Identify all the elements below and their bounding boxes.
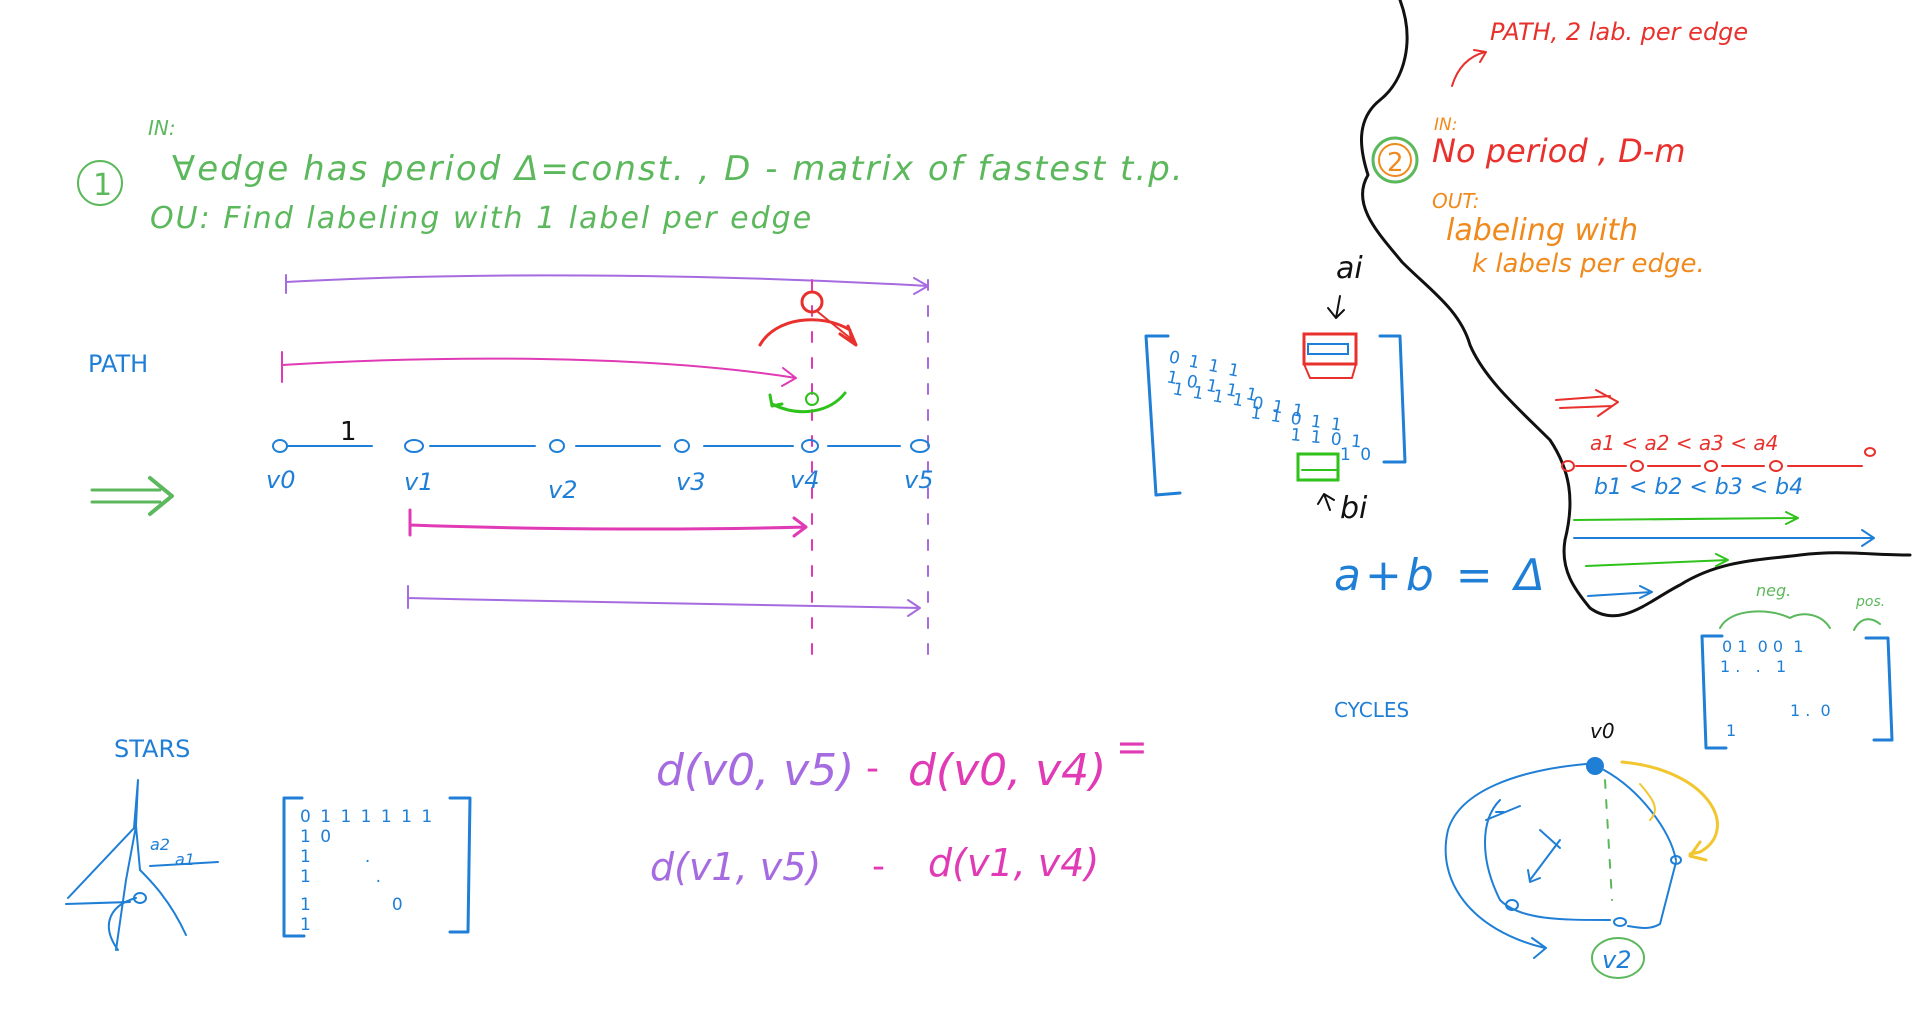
node-label-v3: v3	[676, 468, 705, 496]
formula-equals: =	[1116, 725, 1148, 769]
cycles-matrix-row-0: 0 1 0 0 1	[1722, 637, 1803, 656]
chain-top-labels: a1 < a2 < a3 < a4	[1590, 431, 1778, 455]
cycle-right-arc	[1603, 769, 1677, 929]
red-highlight-box	[1302, 332, 1358, 366]
middle-matrix-row-5: 1 0	[1340, 445, 1373, 465]
stars-matrix-row-5: 1	[300, 915, 311, 935]
cycles-matrix-row-3: 1	[1726, 721, 1736, 740]
blue-arrow-1	[1573, 529, 1875, 547]
v4-annotations	[758, 290, 858, 414]
node-label-v5: v5	[904, 466, 933, 494]
path-graph: 1 v0 v1 v2 v3 v4 v5	[266, 417, 933, 504]
stars-matrix-row-0: 0 1 1 1 1 1 1	[300, 807, 434, 827]
pos-label: pos.	[1855, 594, 1885, 610]
cycles-matrix-bracket-left	[1700, 634, 1728, 750]
section-1-in-label: IN:	[148, 116, 176, 140]
bi-label: bi	[1340, 491, 1368, 526]
node-label-v1: v1	[404, 468, 433, 496]
section-divider-curve	[1360, 0, 1912, 618]
section-2-out-label: OUT:	[1432, 189, 1480, 213]
red-arrow-icon	[1555, 389, 1619, 417]
magenta-arrow-v0-v4	[281, 351, 797, 387]
green-arrow-1	[1573, 511, 1799, 525]
distance-formula: d(v0, v5) - d(v0, v4) = d(v1, v5) - d(v1…	[650, 725, 1148, 889]
section-2-in-label: IN:	[1434, 115, 1457, 135]
star-annot-bottom: a1	[175, 850, 195, 869]
section-2-in-text: No period , D-m	[1432, 132, 1686, 170]
edge-weight-label: 1	[340, 417, 357, 447]
green-highlight-box	[1296, 452, 1340, 482]
stars-section: STARS a2 a1 0 1 1 1 1 1 1 1 0 1 . 1 . 1 …	[65, 735, 472, 951]
node-v1	[404, 439, 424, 453]
formula-line1-left: d(v0, v5)	[656, 745, 854, 796]
section-1-in-text: ∀edge has period Δ=const. , D - matrix o…	[172, 149, 1185, 189]
stars-label: STARS	[114, 735, 190, 763]
middle-matrix-bracket-right	[1378, 334, 1407, 464]
node-label-v0: v0	[266, 466, 295, 494]
star-graph	[67, 779, 187, 951]
stars-matrix-bracket-left	[282, 796, 306, 938]
formula-line1-right: d(v0, v4)	[908, 745, 1106, 796]
relation-text: a+b = Δ	[1334, 550, 1549, 601]
green-arrow-2	[1585, 553, 1729, 567]
middle-matrix-bracket-left	[1144, 334, 1182, 497]
formula-line1-minus: -	[866, 748, 879, 789]
section-2-number-circle	[1371, 136, 1419, 184]
stars-matrix-row-4: 1 0	[300, 895, 403, 915]
section-2-number: 2	[1387, 148, 1404, 178]
section-2-out-line2: k labels per edge.	[1472, 249, 1705, 279]
cycles-label: CYCLES	[1334, 698, 1409, 722]
path-label: PATH	[88, 350, 148, 378]
double-arrow-icon	[90, 476, 174, 516]
section-1-number-circle	[77, 160, 123, 206]
cycles-section: CYCLES neg. pos. 0 1 0 0 1 1 . . 1 1 . 0…	[1334, 581, 1894, 979]
up-arrow-icon	[1317, 493, 1335, 511]
section-2-top-note: PATH, 2 lab. per edge	[1490, 18, 1748, 46]
cycle-outer-arc	[1444, 763, 1587, 959]
purple-arrow-v1-v5	[407, 585, 921, 617]
blue-arrow-2	[1587, 585, 1653, 599]
node-v5	[910, 439, 930, 453]
cycles-matrix-bracket-right	[1864, 636, 1894, 742]
node-v2	[549, 439, 565, 453]
node-v3	[674, 439, 690, 453]
formula-line2-left: d(v1, v5)	[650, 845, 821, 889]
section-2-out-line1: labeling with	[1446, 213, 1638, 248]
cycles-matrix-row-2: 1 . 0	[1790, 701, 1831, 720]
label-chain: a1 < a2 < a3 < a4 b1 < b2 < b3 < b4	[1555, 389, 1876, 599]
section-2-header: PATH, 2 lab. per edge IN: 2 No period , …	[1371, 18, 1748, 279]
stars-matrix-row-1: 1 0	[300, 827, 333, 847]
cycle-v2-circle	[1591, 937, 1645, 979]
formula-line2-minus: -	[872, 846, 885, 887]
ai-label: ai	[1336, 251, 1363, 286]
node-label-v4: v4	[790, 466, 819, 494]
cycle-dashed-chord	[1604, 779, 1613, 901]
star-annot-top: a2	[150, 835, 170, 854]
section-1-out-text: OU: Find labeling with 1 label per edge	[150, 201, 813, 236]
purple-arrow-v0-v5	[285, 274, 929, 295]
chain-bottom-labels: b1 < b2 < b3 < b4	[1594, 475, 1803, 500]
section-1-number: 1	[93, 168, 112, 203]
section-1-header: 1 IN: ∀edge has period Δ=const. , D - ma…	[77, 116, 1185, 236]
stars-matrix-bracket-right	[448, 796, 472, 934]
cycles-matrix-row-1: 1 . . 1	[1720, 657, 1786, 676]
magenta-arrow-v1-v4	[408, 508, 808, 538]
yellow-arc	[1620, 760, 1719, 862]
path-interval-arrows	[281, 274, 929, 671]
node-label-v2: v2	[548, 476, 577, 504]
node-v4	[801, 439, 819, 453]
node-v0	[272, 439, 288, 453]
cycle-v0-label: v0	[1590, 719, 1615, 743]
formula-line2-right: d(v1, v4)	[928, 841, 1099, 885]
stars-matrix-row-3: 1 .	[300, 867, 381, 887]
cycle-v2-label: v2	[1602, 946, 1631, 974]
curved-arrow-icon	[1451, 49, 1487, 87]
down-arrow-icon	[1327, 295, 1345, 319]
stars-matrix-row-2: 1 .	[300, 847, 370, 867]
cycle-node-v0	[1586, 757, 1604, 775]
neg-label: neg.	[1756, 581, 1791, 600]
middle-matrix: ai 0 1 1 1 1 0 1 1 1 1 1 1 1 0 1 1 1 1 0…	[1144, 251, 1407, 526]
